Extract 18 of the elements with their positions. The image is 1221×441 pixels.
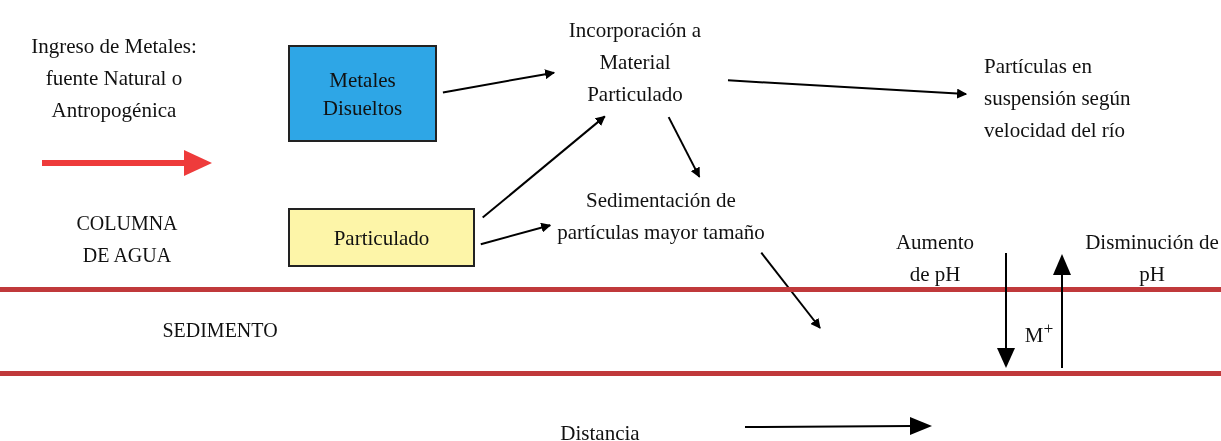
process-box: Metales Disueltos: [288, 45, 437, 142]
process-text: Sedimentación de partículas mayor tamaño: [556, 184, 766, 248]
process-box: Particulado: [288, 208, 475, 267]
arrow: [726, 79, 968, 99]
ph-label: Aumento de pH: [894, 229, 976, 288]
axis-label: Distancia: [559, 420, 641, 441]
ph-label: Disminución de pH: [1084, 229, 1220, 288]
zone-label: COLUMNA DE AGUA: [75, 211, 179, 268]
process-text: Ingreso de Metales: fuente Natural o Antropogénica: [8, 30, 220, 126]
arrow: [760, 251, 821, 329]
arrow: [479, 222, 552, 246]
arrow: [481, 115, 606, 219]
arrow: [441, 69, 556, 94]
arrow: [667, 116, 701, 178]
ion-label: M$^{+}$: [1023, 317, 1055, 349]
zone-label: SEDIMENTO: [161, 318, 279, 343]
process-text: Incorporación a Material Particulado: [560, 14, 710, 110]
process-text: Partículas en suspensión según velocidad del río: [984, 50, 1164, 146]
